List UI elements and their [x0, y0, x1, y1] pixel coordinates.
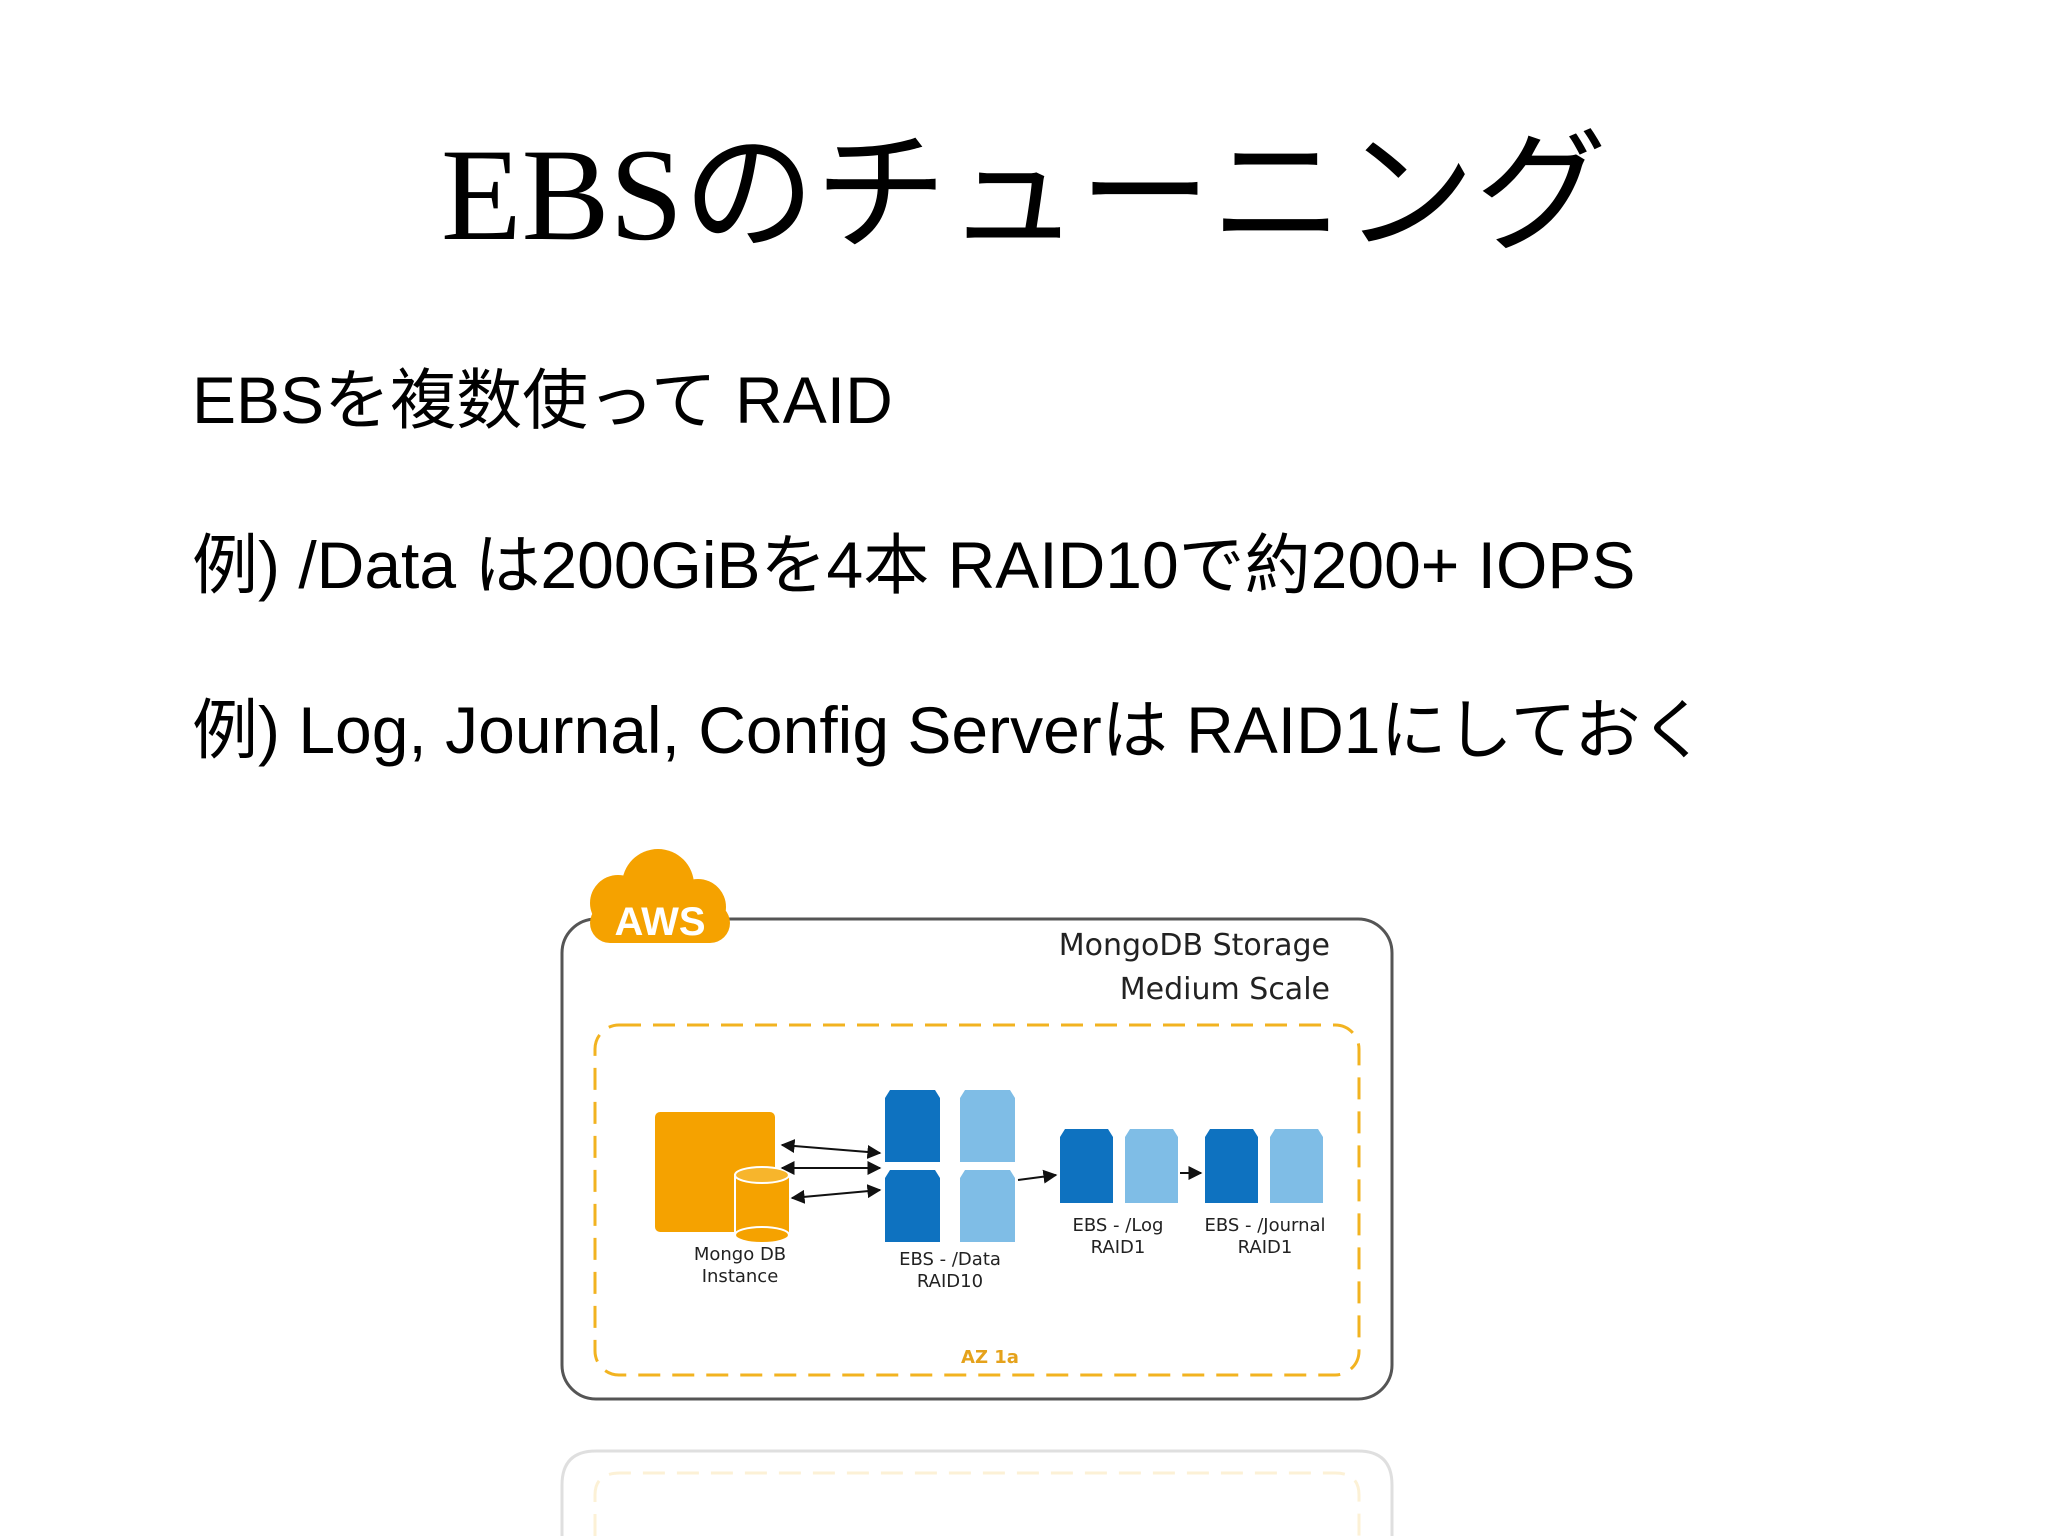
- database-icon: [734, 1166, 791, 1244]
- journal-label-line2: RAID1: [1238, 1237, 1293, 1258]
- cloud-icon: [590, 849, 730, 943]
- panel-title-line2: Medium Scale: [1120, 972, 1330, 1007]
- connection-arrows: [780, 1139, 1203, 1204]
- ebs-volume-icon: [1060, 1129, 1178, 1203]
- bullet-raid: EBSを複数使って RAID: [192, 363, 893, 437]
- ebs-volume-icon: [885, 1090, 1015, 1242]
- mongodb-storage-diagram: AWS MongoDB Storage Medium Scale AZ 1a M…: [560, 849, 1394, 1401]
- data-label-line2: RAID10: [917, 1271, 983, 1292]
- journal-label-line1: EBS - /Journal: [1204, 1215, 1325, 1236]
- ebs-volume-icon: [1205, 1129, 1323, 1203]
- instance-label-line2: Instance: [702, 1266, 779, 1287]
- data-label-line1: EBS - /Data: [899, 1249, 1001, 1270]
- panel-title-line1: MongoDB Storage: [1059, 928, 1330, 963]
- slide-title: EBSのチューニング: [440, 121, 1608, 268]
- instance-label-line1: Mongo DB: [694, 1244, 786, 1265]
- bullet-data-raid10: 例) /Data は200GiBを4本 RAID10で約200+ IOPS: [192, 528, 1636, 602]
- zone-label: AZ 1a: [961, 1347, 1019, 1368]
- log-label-line2: RAID1: [1091, 1237, 1146, 1258]
- log-label-line1: EBS - /Log: [1073, 1215, 1164, 1236]
- bullet-log-raid1: 例) Log, Journal, Config Serverは RAID1にして…: [192, 693, 1707, 767]
- availability-zone: [593, 1023, 1361, 1377]
- diagram-reflection: [560, 1449, 1394, 1536]
- aws-label: AWS: [614, 900, 705, 944]
